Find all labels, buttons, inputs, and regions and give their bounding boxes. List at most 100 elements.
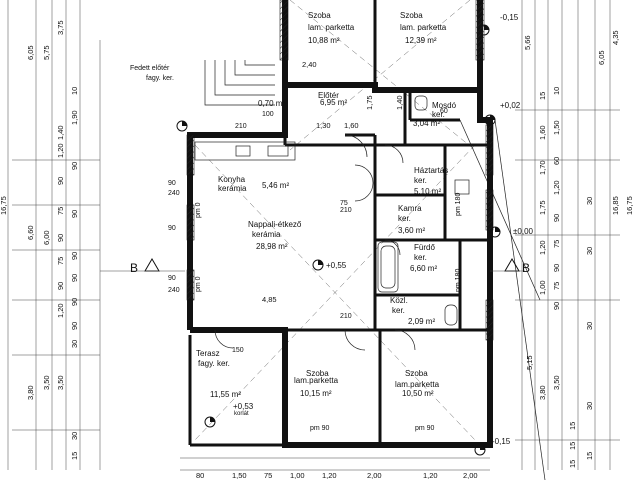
room-name-szoba2: Szoba xyxy=(400,11,423,20)
dim-right-d-5: 75 xyxy=(552,240,561,248)
dim-bottom-0: 80 xyxy=(196,471,204,480)
opening-labels: pm 90 pm 90 pm 0 pm 0 pm 180 pm 180 240 … xyxy=(168,108,462,432)
dim-right-d-0: 10 xyxy=(552,87,561,95)
room-finish-kamra: ker. xyxy=(398,214,411,223)
dim-right-c-6: 5,15 xyxy=(525,355,534,370)
dim-left-c-3: 90 xyxy=(56,177,65,185)
label-90-c: 90 xyxy=(168,275,176,282)
section-label-left: B xyxy=(130,261,138,275)
room-finish-kozl: ker. xyxy=(392,306,405,315)
room-finish-szoba3: lam.parketta xyxy=(294,376,339,385)
horizontal-dimension-texts: 2,40 4,85 1,30 1,60 1,40 1,75 xyxy=(262,60,404,304)
dim-right-e-2: 15 xyxy=(568,460,577,468)
bottom-dimension-lines xyxy=(180,457,490,471)
room-finish-terasz: fagy. ker. xyxy=(198,359,230,368)
room-name-kozl: Közl. xyxy=(390,296,408,305)
dim-right-d-4: 90 xyxy=(552,214,561,222)
room-level-terasz: +0,53 xyxy=(233,402,254,411)
pm-90-a: pm 90 xyxy=(310,425,330,432)
room-area-szoba2: 12,39 m² xyxy=(405,36,437,45)
dim-right-d-8: 90 xyxy=(552,302,561,310)
label-210-b: 210 xyxy=(340,207,352,214)
label-240-a: 240 xyxy=(168,190,180,197)
room-area-nappali: 28,98 m² xyxy=(256,242,288,251)
dim-left-d-1: 1,90 xyxy=(70,110,79,125)
room-finish-haztartas: ker. xyxy=(414,176,427,185)
dim-right-a-0: 4,35 xyxy=(611,30,620,45)
dim-left-b-2: 3,50 xyxy=(42,375,51,390)
pm-180-a: pm 180 xyxy=(455,193,462,216)
dim-right-e-7: 15 xyxy=(585,452,594,460)
dim-inner-0: 1,30 xyxy=(316,121,331,130)
dim-top-1: 4,85 xyxy=(262,295,277,304)
dim-left-d-5: 90 xyxy=(70,274,79,282)
dim-left-d-9: 30 xyxy=(70,432,79,440)
level-zero: ±0,00 xyxy=(513,227,534,236)
room-name-szoba4: Szoba xyxy=(405,369,428,378)
interior-walls xyxy=(283,0,490,445)
dim-inner-3: 1,75 xyxy=(365,95,374,110)
room-area-kamra: 3,60 m² xyxy=(398,226,425,235)
room-finish-konyha: kerámia xyxy=(218,184,247,193)
room-area-kozl: 2,09 m² xyxy=(408,317,435,326)
room-area-szoba3: 10,15 m² xyxy=(300,389,332,398)
level-markers xyxy=(176,24,501,456)
dim-right-c-1: 1,60 xyxy=(538,125,547,140)
dim-right-e-5: 30 xyxy=(585,322,594,330)
label-150: 150 xyxy=(232,347,244,354)
dim-left-c-1: 1,40 xyxy=(56,125,65,140)
room-area-konyha: 5,46 m² xyxy=(262,181,289,190)
label-210-c: 210 xyxy=(340,313,352,320)
dim-left-c-5: 90 xyxy=(56,234,65,242)
dim-right-d-7: 75 xyxy=(552,282,561,290)
dim-left-d-10: 15 xyxy=(70,452,79,460)
dim-right-d-6: 90 xyxy=(552,264,561,272)
room-name-szoba3: Szoba xyxy=(306,369,329,378)
room-name-fedett: Fedett előtér xyxy=(130,65,170,72)
kitchen-counter xyxy=(194,141,296,161)
dim-bottom-5: 2,00 xyxy=(367,471,382,480)
pm-0-a: pm 0 xyxy=(195,202,202,218)
section-markers: B B xyxy=(100,258,530,275)
dim-right-d-2: 60 xyxy=(552,157,561,165)
diagonal-lines xyxy=(194,0,546,480)
dim-right-d-9: 3,50 xyxy=(552,375,561,390)
dim-left-outer-0: 16,75 xyxy=(0,196,8,215)
right-dimension-lines xyxy=(515,0,620,470)
label-90-a: 90 xyxy=(168,180,176,187)
dim-bottom-3: 1,00 xyxy=(290,471,305,480)
level-bottom-right: -0,15 xyxy=(492,437,511,446)
room-name-terasz: Terasz xyxy=(196,349,220,358)
room-area-terasz: 11,55 m² xyxy=(210,390,241,399)
room-area-fedett: 0,70 m² xyxy=(258,99,285,108)
dim-top-0: 2,40 xyxy=(302,60,317,69)
room-name-eloter: Előtér xyxy=(318,91,339,100)
dim-left-c-6: 75 xyxy=(56,257,65,265)
dim-right-b-1: 6,05 xyxy=(597,50,606,65)
room-name-furdo: Fürdő xyxy=(414,243,435,252)
room-name-mosdo: Mosdó xyxy=(432,101,457,110)
room-finish-fedett: fagy. ker. xyxy=(146,75,174,82)
level-top-right: -0,15 xyxy=(500,13,519,22)
dim-left-c-9: 3,50 xyxy=(56,375,65,390)
room-area-haztartas: 5,10 m² xyxy=(414,187,441,196)
room-finish-szoba4: lam.parketta xyxy=(395,380,440,389)
room-area-mosdo: 3,04 m² xyxy=(413,119,440,128)
bottom-dimension-texts: 80 1,50 75 1,00 1,20 2,00 1,20 2,00 xyxy=(196,471,478,480)
label-210-a: 210 xyxy=(235,123,247,130)
label-240-b: 240 xyxy=(168,287,180,294)
dim-bottom-1: 1,50 xyxy=(232,471,247,480)
dim-right-e-3: 30 xyxy=(585,197,594,205)
room-finish-mosdo: ker. xyxy=(432,110,445,119)
dim-bottom-7: 2,00 xyxy=(463,471,478,480)
dim-left-d-8: 30 xyxy=(70,340,79,348)
pm-90-b: pm 90 xyxy=(415,425,435,432)
dim-right-b-2: 16,85 xyxy=(611,196,620,215)
dim-right-a-1: 16,75 xyxy=(625,196,634,215)
terrace-steps xyxy=(204,60,275,106)
dim-left-d-7: 90 xyxy=(70,322,79,330)
room-area-eloter: 6,95 m² xyxy=(320,98,347,107)
room-name-konyha: Konyha xyxy=(218,175,246,184)
door-swings xyxy=(214,134,416,351)
